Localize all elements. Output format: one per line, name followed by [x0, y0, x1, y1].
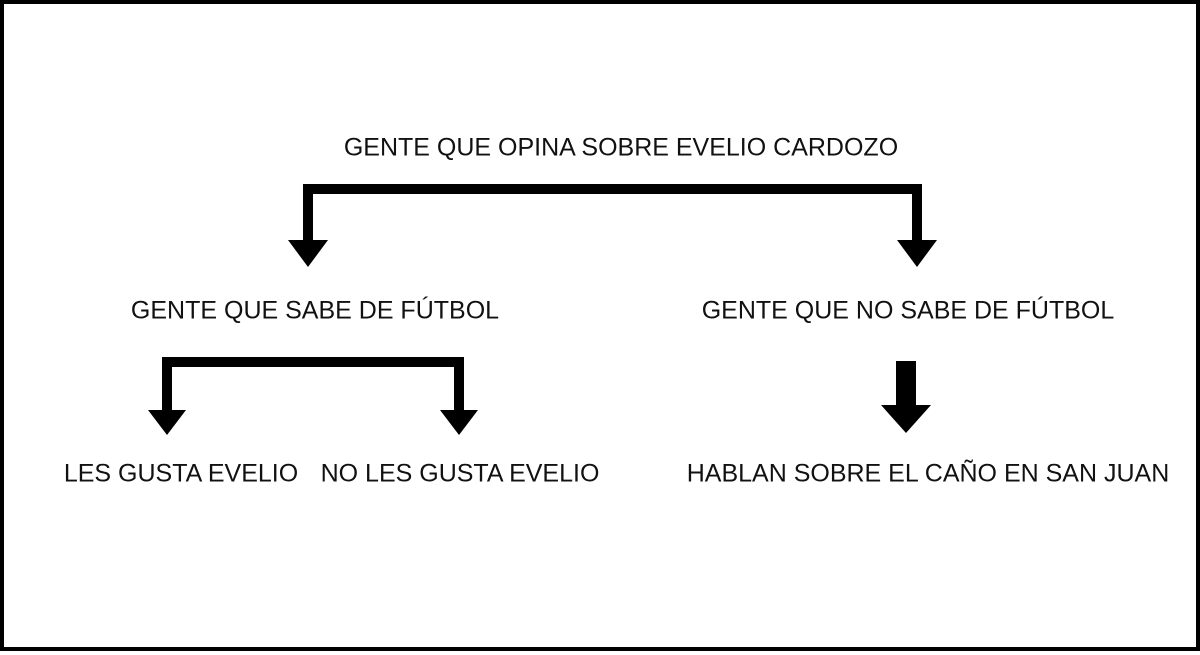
arrow-root-to-sabe-futbol: [288, 184, 328, 267]
arrow-sabe-to-no-les-gusta: [440, 357, 478, 435]
arrow-sabe-to-les-gusta: [148, 357, 186, 435]
connector-no-sabe-down: [881, 361, 931, 433]
arrow-root-to-no-sabe-futbol: [897, 184, 937, 267]
node-hablan-cano-label: HABLAN SOBRE EL CAÑO EN SAN JUAN: [686, 459, 1170, 488]
node-root-label: GENTE QUE OPINA SOBRE EVELIO CARDOZO: [343, 133, 899, 162]
node-sabe-futbol-label: GENTE QUE SABE DE FÚTBOL: [130, 296, 500, 325]
connector-sabe-split: [148, 357, 478, 435]
node-no-sabe-futbol-label: GENTE QUE NO SABE DE FÚTBOL: [701, 296, 1115, 325]
node-les-gusta-label: LES GUSTA EVELIO: [63, 459, 299, 488]
split-bar-root: [303, 184, 922, 194]
flowchart-connectors: [148, 184, 937, 435]
node-no-les-gusta-label: NO LES GUSTA EVELIO: [320, 459, 600, 488]
split-bar-sabe-futbol: [162, 357, 464, 367]
connector-root-split: [288, 184, 937, 267]
arrow-no-sabe-to-hablan-cano: [881, 361, 931, 433]
